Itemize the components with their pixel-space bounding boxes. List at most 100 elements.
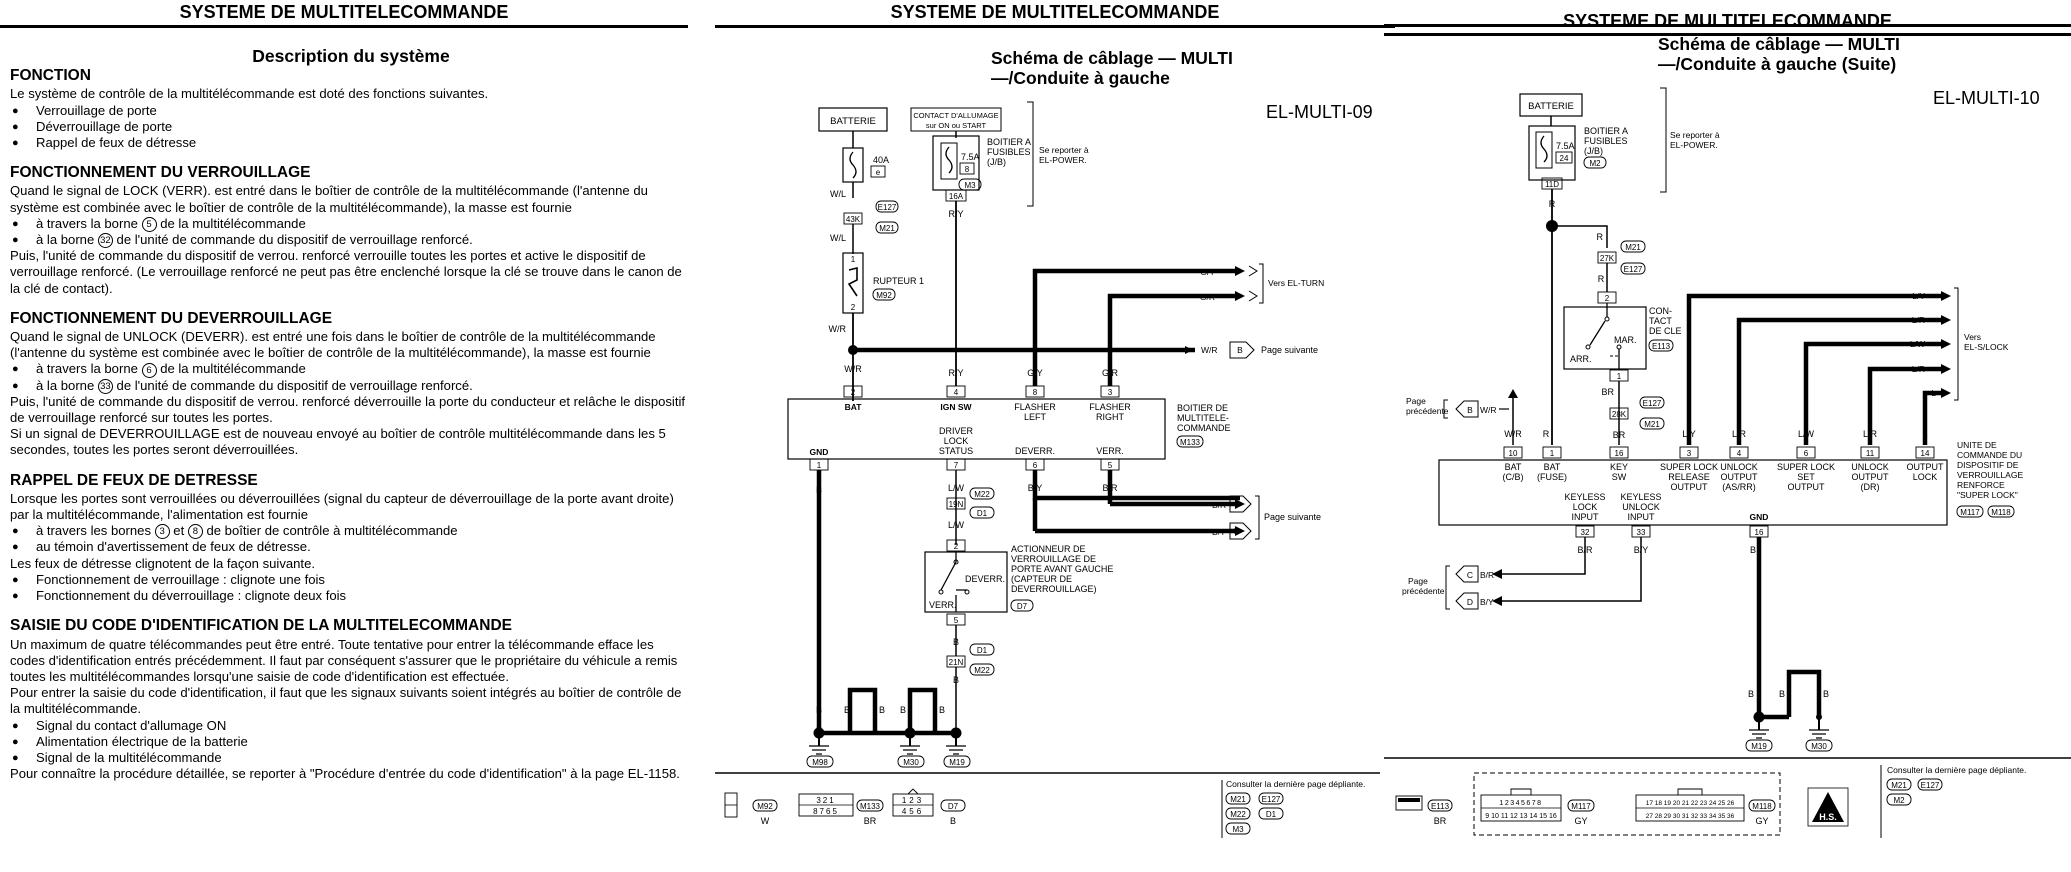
svg-text:L/R: L/R	[1912, 364, 1925, 374]
svg-text:M30: M30	[903, 758, 919, 767]
svg-text:BR: BR	[864, 816, 877, 826]
svg-text:COMMANDE DU: COMMANDE DU	[1957, 450, 2022, 460]
svg-text:B: B	[900, 705, 906, 715]
svg-text:DEVERR.: DEVERR.	[965, 574, 1005, 584]
svg-text:ACTIONNEUR DE: ACTIONNEUR DE	[1011, 544, 1086, 554]
svg-text:OUTPUT: OUTPUT	[1907, 462, 1945, 472]
page-header: SYSTEME DE MULTITELECOMMANDE	[179, 2, 509, 22]
svg-text:EL-POWER.: EL-POWER.	[1670, 140, 1718, 150]
svg-text:123: 123	[902, 796, 924, 805]
svg-text:43K: 43K	[846, 215, 861, 224]
svg-text:L/Y: L/Y	[1912, 291, 1925, 301]
svg-text:LOCK: LOCK	[1913, 472, 1938, 482]
header-rule	[0, 25, 688, 28]
svg-text:M92: M92	[876, 291, 892, 300]
svg-text:INPUT: INPUT	[1572, 512, 1600, 522]
list-item: à la borne 32 de l'unité de commande du …	[10, 232, 692, 248]
svg-text:"SUPER LOCK": "SUPER LOCK"	[1957, 490, 2018, 500]
bullet-list: Fonctionnement de verrouillage : clignot…	[10, 572, 692, 605]
paragraph: Pour connaître la procédure détaillée, s…	[10, 766, 680, 782]
svg-text:B/R: B/R	[1577, 545, 1593, 555]
svg-text:W/R: W/R	[829, 324, 847, 334]
svg-text:1: 1	[1550, 449, 1555, 458]
svg-text:KEYLESS: KEYLESS	[1564, 492, 1605, 502]
wiring-page-09: SYSTEME DE MULTITELECOMMANDE Schéma de c…	[715, 0, 1395, 872]
svg-text:W: W	[761, 816, 770, 826]
svg-text:B: B	[953, 637, 959, 647]
svg-text:LOCK: LOCK	[944, 436, 969, 446]
svg-text:C: C	[1234, 499, 1240, 509]
svg-text:CON-: CON-	[1649, 306, 1672, 316]
svg-text:321: 321	[816, 796, 835, 805]
page-header: SYSTEME DE MULTITELECOMMANDE	[890, 2, 1220, 22]
connector-group	[1473, 772, 1781, 836]
svg-text:FUSIBLES: FUSIBLES	[987, 147, 1031, 157]
svg-text:B: B	[1823, 689, 1829, 699]
svg-text:Page: Page	[1406, 396, 1426, 406]
svg-text:B: B	[939, 705, 945, 715]
svg-text:M117: M117	[1960, 508, 1980, 517]
svg-text:SET: SET	[1797, 472, 1815, 482]
svg-text:Page suivante: Page suivante	[1261, 345, 1318, 355]
svg-text:UNITE DE: UNITE DE	[1957, 440, 1997, 450]
svg-text:(DR): (DR)	[1861, 482, 1880, 492]
svg-text:L: L	[1922, 429, 1927, 439]
svg-text:8: 8	[965, 165, 970, 174]
svg-text:(J/B): (J/B)	[1584, 146, 1603, 156]
bullet-list: Verrouillage de porte Déverrouillage de …	[10, 103, 692, 152]
svg-text:7.5A: 7.5A	[961, 152, 980, 162]
section-heading: RAPPEL DE FEUX DE DETRESSE	[10, 471, 258, 489]
svg-text:D7: D7	[948, 802, 959, 811]
svg-text:FLASHER: FLASHER	[1014, 402, 1056, 412]
svg-text:M19: M19	[949, 758, 965, 767]
svg-text:BAT: BAT	[1505, 462, 1522, 472]
paragraph: Quand le signal de UNLOCK (DEVERR). est …	[10, 329, 656, 361]
svg-text:16: 16	[1615, 449, 1624, 458]
svg-text:R: R	[1543, 429, 1550, 439]
svg-text:VERR.: VERR.	[929, 600, 957, 610]
svg-text:précédente: précédente	[1406, 406, 1449, 416]
svg-text:L/R: L/R	[1863, 429, 1878, 439]
bullet-list: Signal du contact d'allumage ON Alimenta…	[10, 718, 692, 767]
svg-text:R: R	[1549, 199, 1556, 209]
svg-text:R: R	[1598, 274, 1605, 284]
svg-text:DEVERROUILLAGE): DEVERROUILLAGE)	[1011, 584, 1097, 594]
svg-text:E127: E127	[878, 203, 897, 212]
svg-text:(C/B): (C/B)	[1503, 472, 1524, 482]
svg-text:40A: 40A	[873, 155, 889, 165]
svg-text:L: L	[1931, 388, 1936, 398]
header-rule	[715, 25, 1395, 28]
svg-text:D: D	[1467, 597, 1473, 607]
svg-text:33: 33	[1637, 528, 1646, 537]
paragraph: Le système de contrôle de la multitéléco…	[10, 86, 489, 102]
svg-text:RENFORCE: RENFORCE	[1957, 480, 2005, 490]
svg-text:11D: 11D	[1545, 180, 1559, 189]
svg-text:EL-S/LOCK: EL-S/LOCK	[1964, 342, 2009, 352]
diagram-code: EL-MULTI-10	[1933, 88, 2040, 108]
wiring-diagram-10: BATTERIE 7.5A 24 11D BOITIER A FUSIBLES …	[1384, 87, 2071, 838]
svg-text:OUTPUT: OUTPUT	[1721, 472, 1759, 482]
svg-text:FLASHER: FLASHER	[1089, 402, 1131, 412]
diagram-title: Schéma de câblage — MULTI —/Conduite à g…	[1658, 34, 1900, 74]
svg-text:PORTE AVANT GAUCHE: PORTE AVANT GAUCHE	[1011, 564, 1113, 574]
svg-text:11: 11	[1866, 449, 1875, 458]
svg-text:6: 6	[1804, 449, 1809, 458]
svg-text:4: 4	[1737, 449, 1742, 458]
description-text: Description du système FONCTION Le systè…	[10, 47, 692, 782]
svg-text:M22: M22	[974, 490, 990, 499]
svg-text:R/Y: R/Y	[948, 209, 963, 219]
svg-text:VERROUILLAGE: VERROUILLAGE	[1957, 470, 2023, 480]
list-item: au témoin d'avertissement de feux de dét…	[10, 539, 692, 555]
svg-text:L/W: L/W	[1798, 429, 1815, 439]
page-header: SYSTEME DE MULTITELECOMMANDE	[1563, 11, 1892, 31]
svg-text:(CAPTEUR DE: (CAPTEUR DE	[1011, 574, 1072, 584]
svg-text:1: 1	[1617, 372, 1622, 381]
svg-text:B/Y: B/Y	[1212, 527, 1226, 537]
svg-text:DISPOSITIF DE: DISPOSITIF DE	[1957, 460, 2019, 470]
svg-text:GND: GND	[810, 447, 829, 457]
paragraph: Pour entrer la saisie du code d'identifi…	[10, 685, 682, 717]
svg-text:R: R	[1597, 232, 1604, 242]
header-rule-top	[1384, 24, 2071, 27]
svg-text:(J/B): (J/B)	[987, 157, 1006, 167]
svg-text:E127: E127	[1921, 781, 1940, 790]
